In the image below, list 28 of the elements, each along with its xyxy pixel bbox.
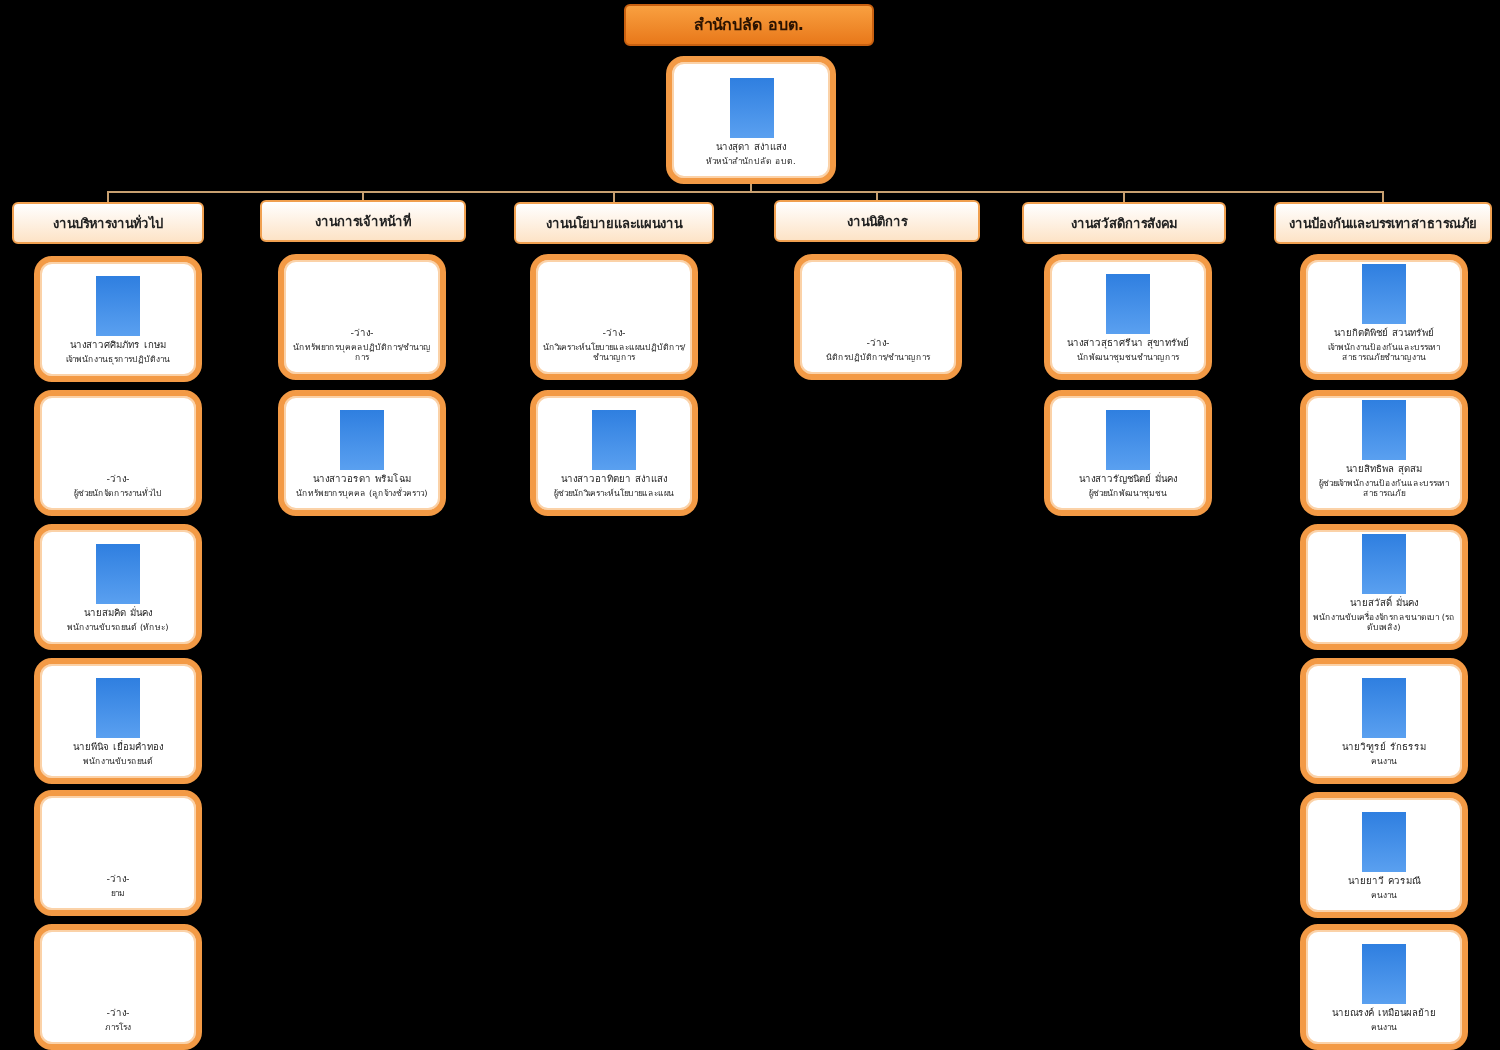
staff-card — [1044, 254, 1212, 380]
staff-card — [1300, 924, 1468, 1050]
section-header — [774, 200, 980, 242]
staff-card — [34, 790, 202, 916]
staff-card — [34, 256, 202, 382]
staff-card — [278, 254, 446, 380]
staff-card — [34, 524, 202, 650]
section-header — [514, 202, 714, 244]
section-header — [12, 202, 204, 244]
staff-card — [794, 254, 962, 380]
staff-card — [1044, 390, 1212, 516]
staff-card — [530, 254, 698, 380]
staff-card — [1300, 524, 1468, 650]
section-header — [260, 200, 466, 242]
title-text: สำนักปลัด อบต. — [694, 14, 804, 38]
staff-card — [1300, 254, 1468, 380]
staff-card — [1300, 792, 1468, 918]
section-header — [1274, 202, 1492, 244]
staff-card — [34, 390, 202, 516]
staff-card — [34, 924, 202, 1050]
staff-card — [278, 390, 446, 516]
staff-card — [1300, 390, 1468, 516]
staff-card — [666, 56, 836, 184]
staff-card — [530, 390, 698, 516]
title-box — [624, 4, 874, 46]
section-header — [1022, 202, 1226, 244]
staff-card — [34, 658, 202, 784]
staff-card — [1300, 658, 1468, 784]
